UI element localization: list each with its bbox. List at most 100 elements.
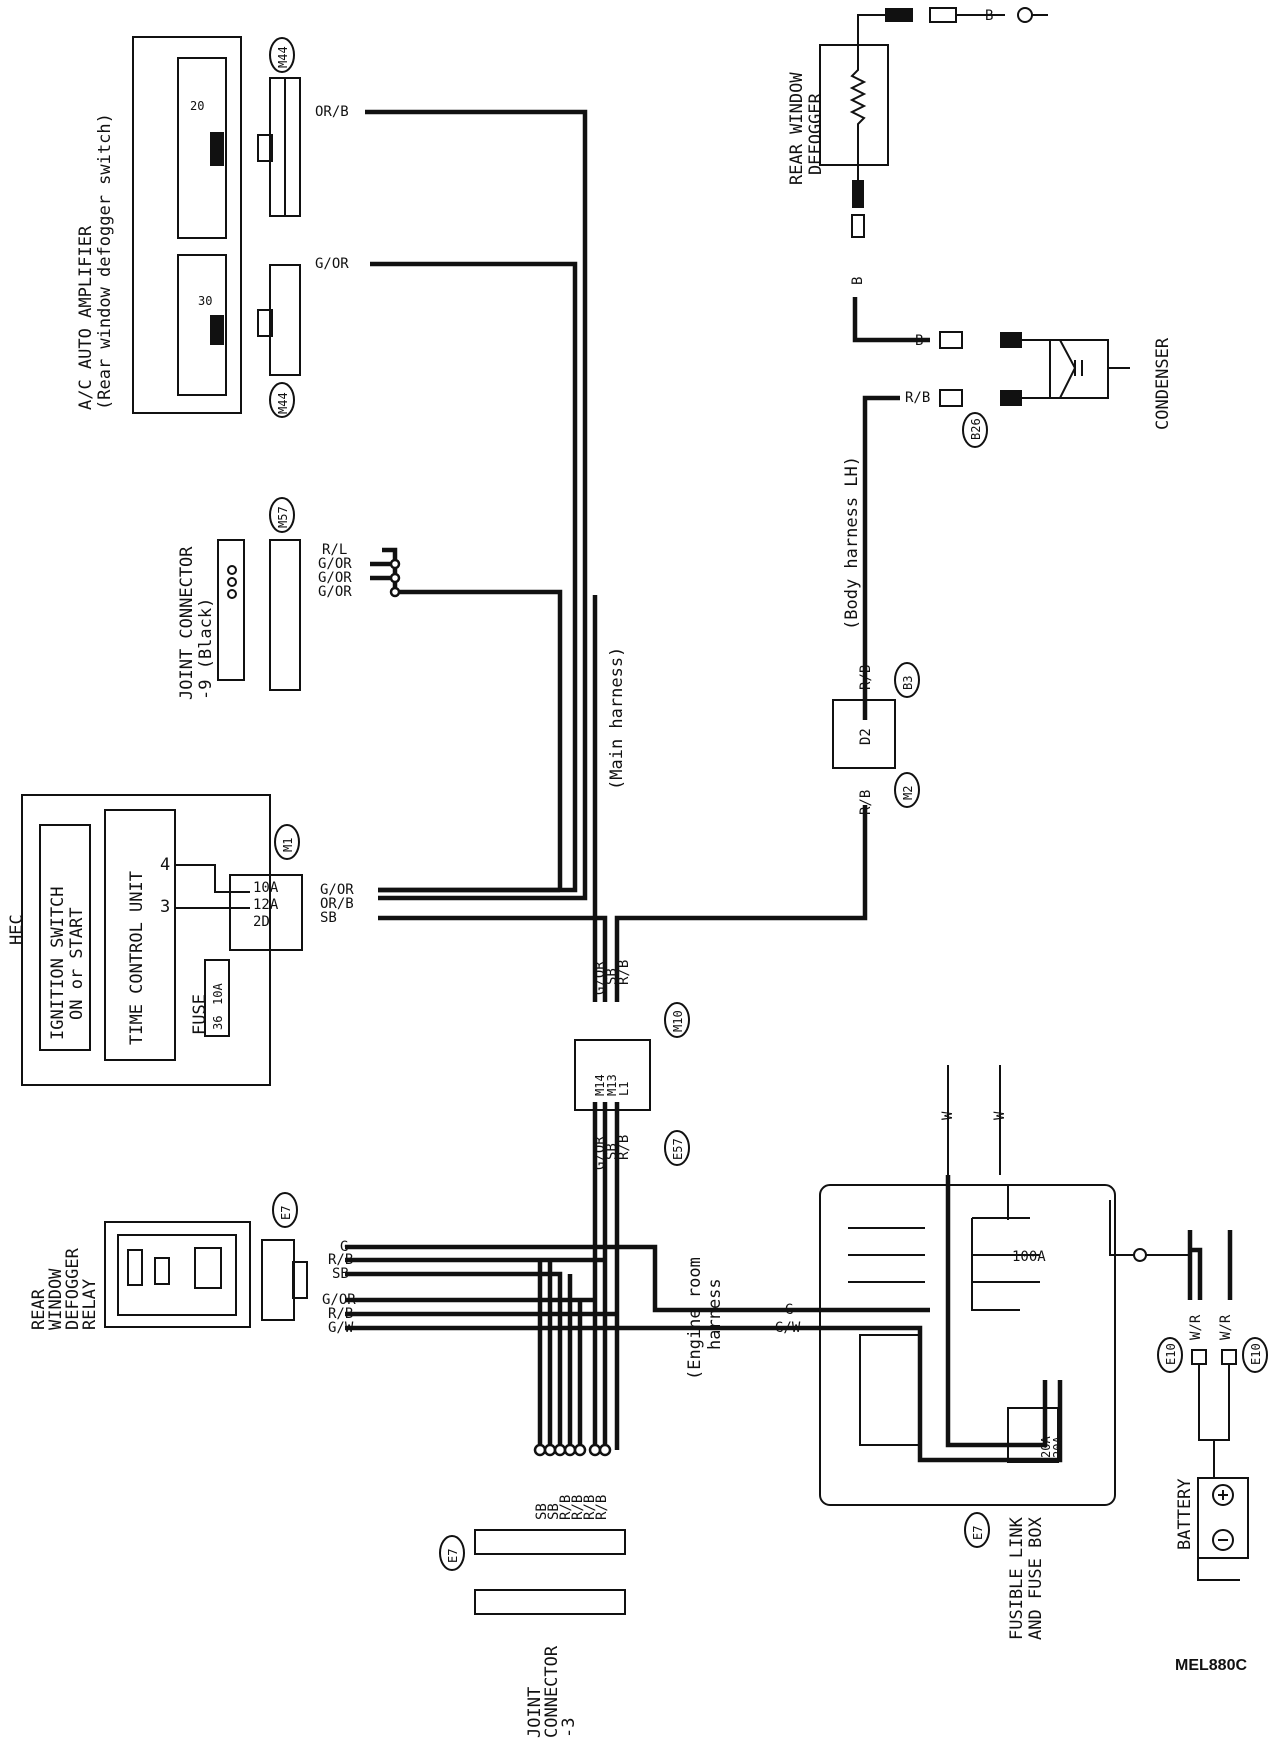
m44-connector-bottom: M44	[257, 264, 301, 418]
m44-connector-top: M44	[257, 37, 301, 217]
wire-label-sb-e57: SB	[604, 1143, 620, 1160]
wire-label-g-or-1: G/OR	[318, 556, 352, 572]
main-harness-label: (Main harness)	[607, 647, 627, 790]
wire-label-r-b-b3: R/B	[858, 665, 874, 690]
time-control-unit-label: TIME CONTROL UNIT	[127, 871, 147, 1045]
fuse-number: 36	[211, 1016, 225, 1030]
m57-tag: M57	[276, 506, 290, 528]
relay-12a: 12A	[253, 897, 279, 913]
wire-label-r-b-m2: R/B	[858, 790, 874, 815]
wire-label-b-top: B	[985, 8, 993, 24]
relay-label-4: RELAY	[80, 1279, 100, 1330]
wire-label-sb-hec: SB	[320, 910, 337, 926]
wire-label-b-vertical: B	[850, 277, 866, 285]
engine-harness-label-2: harness	[705, 1278, 725, 1350]
m10-tag: M10	[671, 1010, 685, 1032]
j3-r-b-3: R/B	[582, 1495, 598, 1520]
ignition-switch-label: IGNITION SWITCH	[48, 886, 68, 1040]
diagram-code: MEL880C	[1175, 1657, 1247, 1674]
e7-relay-tag: E7	[279, 1206, 293, 1220]
wire-label-r-b-relay-2: R/B	[328, 1306, 353, 1322]
d2-connector: D2 B3 M2	[832, 662, 920, 808]
j3-sb-2: SB	[546, 1503, 562, 1520]
j3-r-b-2: R/B	[570, 1495, 586, 1520]
rear-window-defogger: B REAR WINDOW DEFOGGER	[787, 7, 1048, 238]
e7-fuse-tag: E7	[971, 1526, 985, 1540]
defogger-relay: REAR WINDOW DEFOGGER RELAY E7	[29, 1192, 308, 1330]
b26-tag: B26	[969, 418, 983, 440]
e7-joint-tag: E7	[446, 1549, 460, 1563]
fuse-100a: 100A	[1012, 1249, 1046, 1265]
wire-label-g-or-3: G/OR	[318, 584, 352, 600]
battery: BATTERY W/R W/R E10 E10	[1157, 1314, 1268, 1581]
e10-right-tag: E10	[1249, 1343, 1263, 1365]
hec-label: HEC	[7, 914, 27, 945]
battery-label: BATTERY	[1175, 1478, 1195, 1550]
e10-left-tag: E10	[1164, 1343, 1178, 1365]
wire-label-or-b-top: OR/B	[315, 104, 349, 120]
wire-label-b-condenser: B	[915, 333, 923, 349]
wire-label-g-or-hec: G/OR	[320, 882, 354, 898]
wire-label-g-or-relay: G/OR	[322, 1292, 356, 1308]
wire-network	[345, 109, 1233, 1463]
joint-connector-3: SB SB R/B R/B R/B R/B E7 JOINT CONNECTOR…	[439, 1443, 626, 1738]
m10-pin-m13: M13	[605, 1074, 619, 1096]
relay-label-3: DEFOGGER	[63, 1247, 83, 1330]
ac-amplifier-sublabel: (Rear window defogger switch)	[95, 113, 115, 410]
fuse-20a-1: 20A	[1039, 1436, 1053, 1458]
fuse-rating: 10A	[211, 983, 225, 1005]
wire-label-r-b-relay-1: R/B	[328, 1252, 353, 1268]
j3-r-b-4: R/B	[594, 1495, 610, 1520]
condenser-label: CONDENSER	[1153, 337, 1173, 430]
wire-label-r-b-m10: R/B	[616, 960, 632, 985]
wire-label-w-r-right: W/R	[1218, 1314, 1234, 1340]
d2-label: D2	[858, 728, 874, 745]
wire-label-sb-m10: SB	[604, 968, 620, 985]
relay-label-2: WINDOW	[46, 1268, 66, 1330]
ac-amplifier: 20 30 A/C AUTO AMPLIFIER (Rear window de…	[76, 36, 242, 414]
j3-r-b-1: R/B	[558, 1495, 574, 1520]
m10-pin-l1: L1	[617, 1082, 631, 1096]
joint-connector-9-label: JOINT CONNECTOR	[177, 546, 197, 700]
joint-connector-9: M57 JOINT CONNECTOR -9 (Black)	[177, 497, 301, 700]
wire-label-g-or-e57: G/OR	[592, 1136, 608, 1170]
m10-pin-m14: M14	[593, 1074, 607, 1096]
fusible-link-fuse-box: 20A 20A 100A W W FUSIBLE LINK AND FUSE B…	[819, 1065, 1190, 1640]
relay-2d: 2D	[253, 914, 270, 930]
tcu-pin-3: 3	[160, 897, 170, 917]
m44-top-tag: M44	[276, 46, 290, 68]
wire-label-g-or-top: G/OR	[315, 256, 349, 272]
fuse-box-label: AND FUSE BOX	[1026, 1516, 1046, 1640]
ac-amplifier-label: A/C AUTO AMPLIFIER	[76, 225, 96, 410]
wire-label-g-or-m10: G/OR	[592, 961, 608, 995]
amp-pin-20: 20	[190, 99, 204, 113]
engine-harness-label-1: (Engine room	[685, 1257, 705, 1380]
fuse-label: FUSE	[190, 994, 210, 1035]
m1-tag: M1	[281, 838, 295, 852]
condenser: CONDENSER B26	[939, 331, 1173, 448]
wire-label-w-2: W	[992, 1111, 1008, 1120]
relay-10a: 10A	[253, 880, 279, 896]
ignition-switch-sublabel: ON or START	[67, 907, 87, 1020]
wire-label-or-b-hec: OR/B	[320, 896, 354, 912]
joint-connector-9-sublabel: -9 (Black)	[196, 598, 216, 700]
wire-label-sb-relay: SB	[332, 1266, 349, 1282]
wire-label-g-or-2: G/OR	[318, 570, 352, 586]
joint-connector-3-label-1: JOINT	[525, 1687, 545, 1738]
m44-bottom-tag: M44	[276, 392, 290, 414]
body-harness-label: (Body harness LH)	[842, 456, 862, 630]
wire-label-w-1: W	[940, 1111, 956, 1120]
wire-label-g-w-fuse: G/W	[775, 1320, 801, 1336]
hec-unit: HEC IGNITION SWITCH ON or START TIME CON…	[7, 794, 303, 1086]
wire-label-g-w-relay: G/W	[328, 1320, 354, 1336]
relay-label-1: REAR	[29, 1288, 49, 1330]
b3-tag: B3	[901, 676, 915, 690]
wire-label-r-b-condenser: R/B	[905, 390, 930, 406]
m10-connector-box: M14 M13 L1 M10 E57	[574, 1002, 690, 1166]
joint-connector-3-label-3: -3	[559, 1718, 579, 1738]
m2-tag: M2	[901, 786, 915, 800]
wire-label-r-l: R/L	[322, 542, 347, 558]
wire-label-r-b-e57: R/B	[616, 1135, 632, 1160]
defogger-sublabel: DEFOGGER	[806, 92, 826, 175]
